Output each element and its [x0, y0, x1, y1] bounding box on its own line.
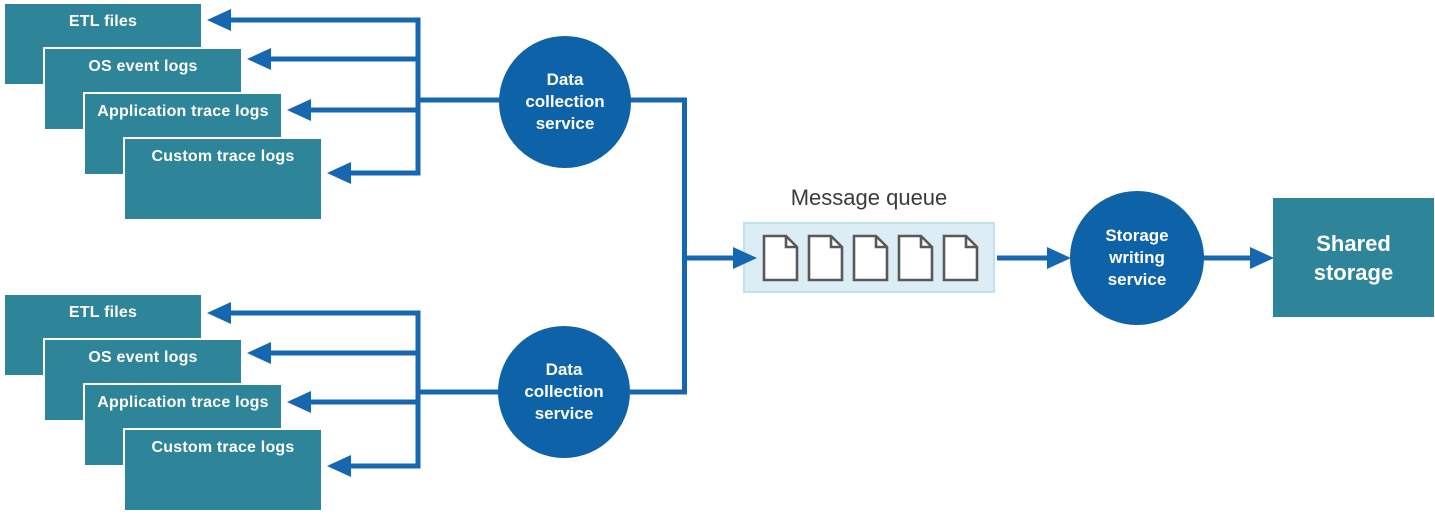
message-queue-title: Message queue	[790, 185, 948, 210]
source-box-custom-trace-logs-bottom: Custom trace logs	[123, 428, 323, 512]
document-icon	[897, 234, 934, 281]
source-box-label: Application trace logs	[97, 103, 269, 120]
service-circle-label: Data collection service	[525, 70, 605, 133]
source-box-label: OS event logs	[88, 349, 198, 366]
source-box-label: OS event logs	[88, 58, 198, 75]
shared-storage-box: Shared storage	[1273, 198, 1434, 317]
source-stack-top: ETL files OS event logs Application trac…	[0, 0, 330, 225]
source-box-label: Custom trace logs	[151, 439, 295, 456]
source-stack-bottom: ETL files OS event logs Application trac…	[0, 291, 330, 516]
source-box-custom-trace-logs-top: Custom trace logs	[123, 137, 323, 221]
service-circle-label: Storage writing service	[1105, 226, 1169, 289]
connector-merge-trunk	[630, 97, 757, 395]
shared-storage-label: Shared storage	[1313, 230, 1394, 285]
document-icon	[852, 234, 889, 281]
message-queue-box	[743, 222, 995, 293]
source-box-label: Application trace logs	[97, 394, 269, 411]
document-icon	[762, 234, 799, 281]
connector-queue-to-storage-service	[997, 247, 1071, 269]
storage-writing-service-circle: Storage writing service	[1070, 191, 1204, 325]
source-box-label: ETL files	[68, 13, 138, 30]
source-box-label: Custom trace logs	[151, 148, 295, 165]
document-icon	[942, 234, 979, 281]
data-collection-service-circle-top: Data collection service	[499, 36, 631, 168]
service-circle-label: Data collection service	[524, 360, 604, 423]
source-box-label: ETL files	[68, 304, 138, 321]
connector-storage-service-to-shared-storage	[1203, 247, 1274, 269]
document-icon	[807, 234, 844, 281]
data-collection-service-circle-bottom: Data collection service	[498, 326, 630, 458]
